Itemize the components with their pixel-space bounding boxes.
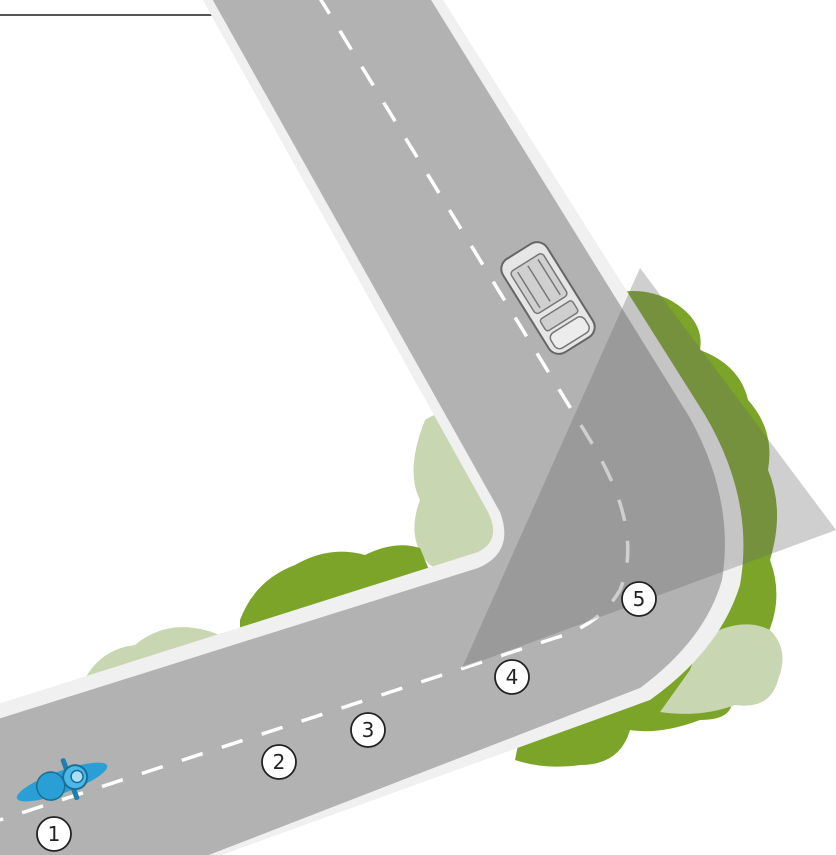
marker-label: 2 (273, 750, 286, 774)
position-marker: 5 (622, 582, 656, 616)
position-marker: 3 (351, 713, 385, 747)
marker-label: 4 (506, 665, 519, 689)
marker-label: 5 (633, 587, 646, 611)
position-marker: 1 (37, 817, 71, 851)
marker-label: 3 (362, 718, 375, 742)
marker-label: 1 (48, 822, 61, 846)
position-marker: 2 (262, 745, 296, 779)
position-marker: 4 (495, 660, 529, 694)
